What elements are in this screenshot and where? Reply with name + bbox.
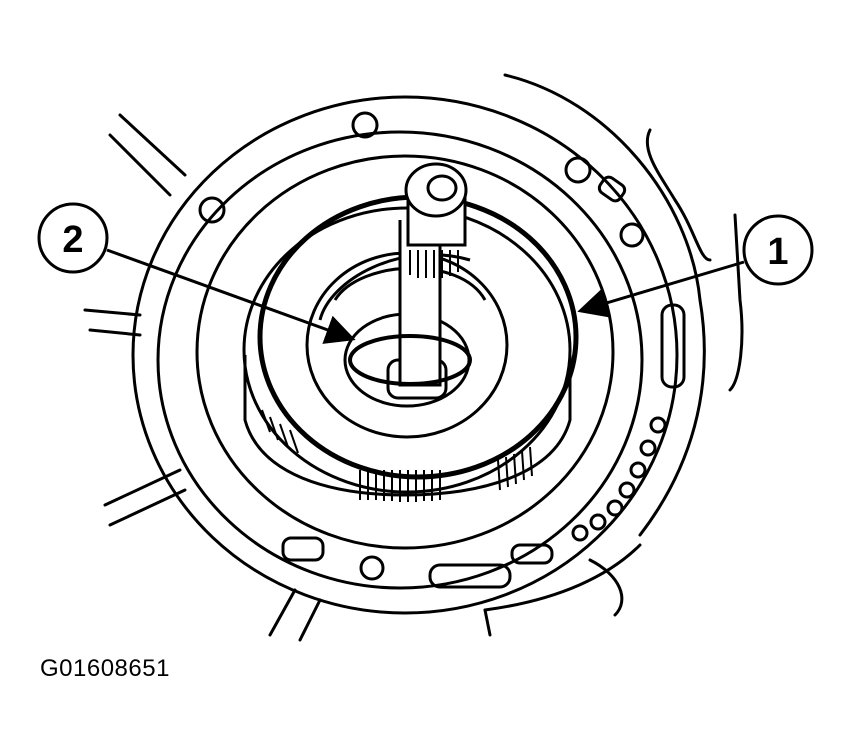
shaft-splines: [409, 250, 459, 278]
callout-1: 1: [577, 214, 814, 318]
drum-splines: [261, 409, 533, 502]
figure-id: G01608651: [40, 655, 170, 682]
callout-2-label: 2: [62, 219, 83, 261]
snap-ring-inner: [348, 334, 472, 386]
callout-1-label: 1: [767, 231, 788, 273]
input-shaft: [386, 162, 468, 400]
callout-2: 2: [37, 202, 356, 344]
case-background: [83, 73, 744, 642]
housing-holes: [198, 111, 686, 589]
